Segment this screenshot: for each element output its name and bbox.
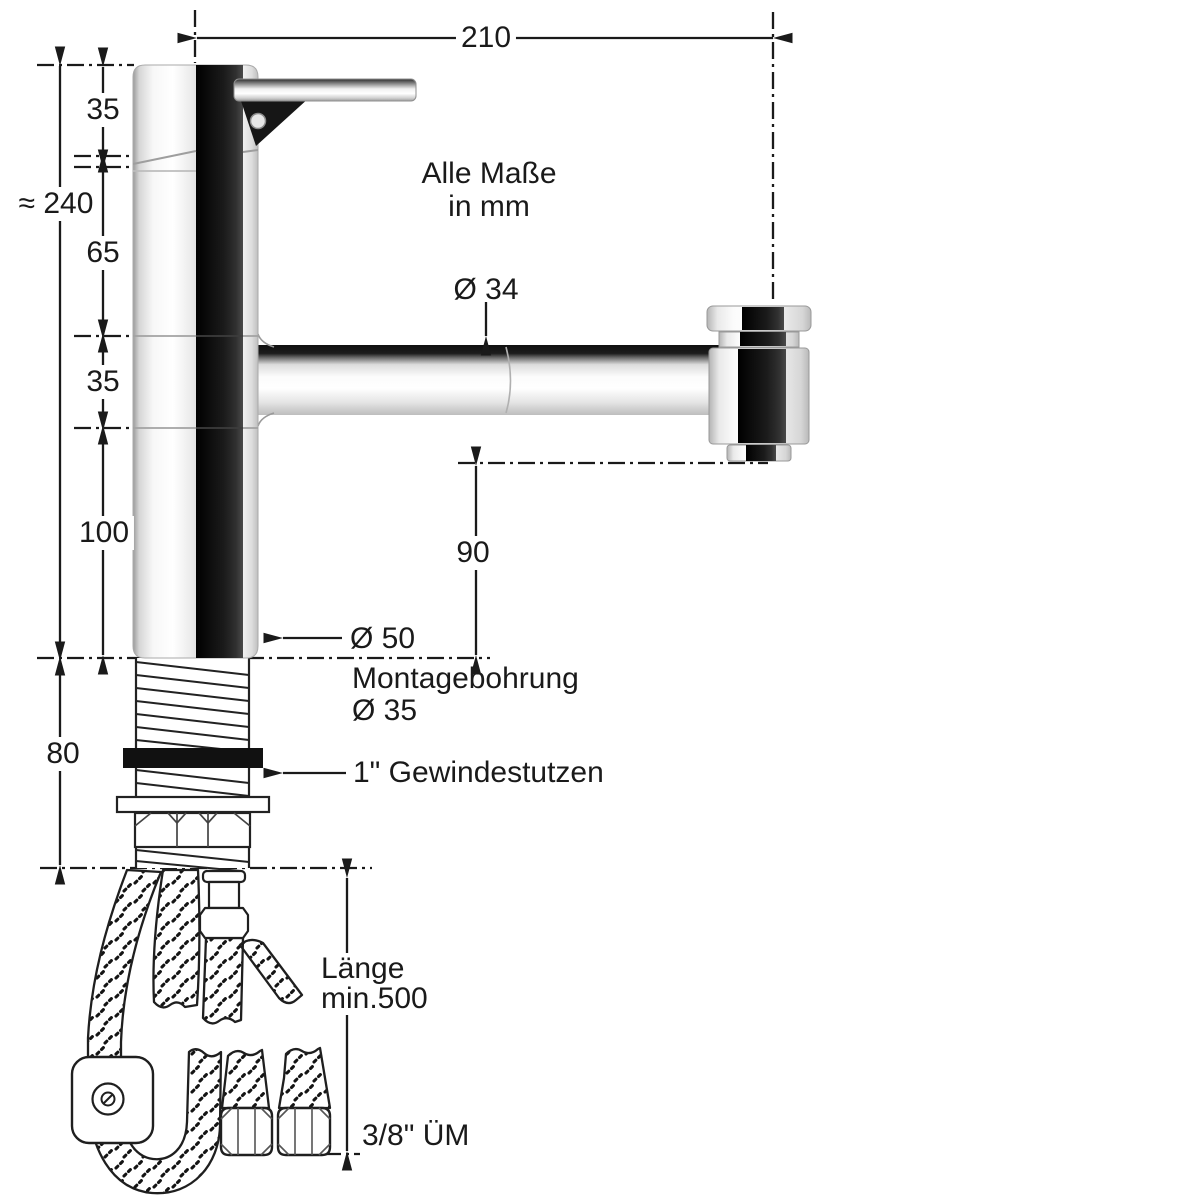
pipe-fillet-bottom — [257, 412, 275, 427]
dim-100-label: 100 — [73, 516, 135, 550]
dim-90-label: 90 — [451, 536, 495, 570]
mounting-hole-label: Montagebohrung — [352, 662, 579, 695]
dim-35-mid-label: 35 — [81, 365, 125, 399]
spray-hose-connector — [198, 869, 250, 940]
body-seams — [132, 149, 259, 429]
connector-neck — [207, 880, 241, 910]
spray-hose-upper — [152, 868, 201, 1009]
rubber-washer — [123, 748, 263, 768]
handle-lever — [233, 78, 417, 146]
hose-from-connector — [201, 936, 245, 1025]
pipe-fillet-top — [257, 333, 275, 348]
connector-ring — [201, 869, 247, 884]
pipe-seam — [505, 346, 512, 414]
body-black-stripe — [196, 65, 243, 658]
mounting-flange — [115, 795, 271, 814]
hose-nut-right — [276, 1106, 332, 1157]
hose-nut-label: 3/8" ÜM — [362, 1119, 470, 1152]
connector-collar — [198, 906, 250, 940]
hose-diagonal — [238, 938, 304, 1005]
mounting-nut — [133, 811, 252, 849]
spout-diameter-label: Ø 34 — [453, 273, 519, 306]
dim-80-label: 80 — [41, 737, 85, 771]
dim-210-label: 210 — [455, 21, 517, 55]
dim-65-label: 65 — [81, 236, 125, 270]
dim-240-label: ≈ 240 — [13, 187, 99, 221]
dim-35-top-label: 35 — [81, 93, 125, 127]
thread-stub-label: 1" Gewindestutzen — [353, 756, 604, 789]
threaded-shank — [115, 658, 271, 872]
handle-screw — [249, 112, 267, 130]
spout-outlet — [706, 305, 812, 462]
hose-nuts — [219, 1106, 332, 1157]
hose-stub-left — [220, 1048, 271, 1110]
hose-nut-left — [219, 1106, 274, 1157]
hose-stub-right — [277, 1046, 332, 1110]
weight-screw-slot — [103, 1094, 113, 1104]
spout-pipe — [256, 333, 726, 427]
base-diameter-label: Ø 50 — [350, 622, 416, 655]
hose-weight — [70, 1055, 155, 1145]
mounting-hole-diameter-label: Ø 35 — [352, 694, 418, 727]
lever-base-wedge — [238, 92, 310, 146]
faucet-body — [132, 64, 417, 659]
